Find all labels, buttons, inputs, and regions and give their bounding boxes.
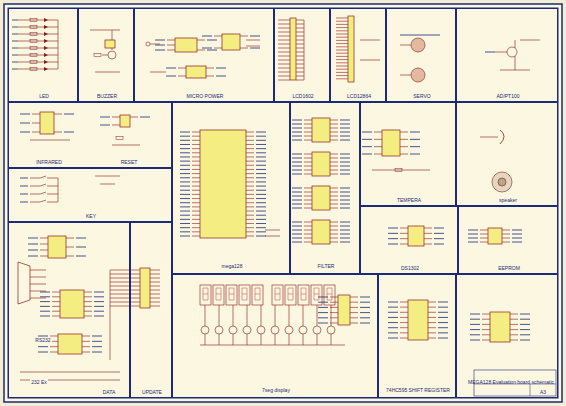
schematic-block: UPDATE <box>130 222 172 398</box>
schematic-block: LCD12864 <box>330 8 386 102</box>
schematic-block: 7seg display <box>172 274 378 398</box>
schematic-block: MICRO POWER <box>134 8 274 102</box>
schematic-block: KEY <box>8 168 172 222</box>
block-label: TEMPERA <box>396 197 422 203</box>
block-label: LED <box>38 93 50 99</box>
schematic-block: 74HC595 SHIFT REGISTER <box>378 274 456 398</box>
block-label: RS232 <box>34 337 51 343</box>
title-block-text: MEGA128 Evaluation board schematic <box>468 379 554 385</box>
schematic-block: FILTER <box>290 102 360 274</box>
block-label: INFRARED <box>35 159 63 165</box>
block-label: MICRO POWER <box>186 93 225 99</box>
block-label: DATA <box>102 389 117 395</box>
schematic-block: LCD1602 <box>274 8 330 102</box>
title-block-text: A3 <box>540 389 546 395</box>
schematic-block: TEMPERA <box>360 102 456 206</box>
block-label: speaker <box>498 197 518 203</box>
block-label: SERVO <box>412 93 431 99</box>
block-label: KEY <box>85 213 97 219</box>
schematic-block: SERVO <box>386 8 456 102</box>
schematic-block: LED <box>8 8 78 102</box>
block-label: LCD12864 <box>346 93 372 99</box>
schematic-block: INFRARED RESET <box>8 102 172 168</box>
block-label: EEPROM <box>497 265 521 271</box>
block-label: LCD1602 <box>291 93 314 99</box>
schematic-block: DS1302 <box>360 206 458 274</box>
schematic-block: BUZZER <box>78 8 134 102</box>
block-label: FILTER <box>317 263 336 269</box>
block-label: UPDATE <box>141 389 163 395</box>
block-label: mega128 <box>221 263 244 269</box>
schematic-block: mega128 <box>172 102 290 274</box>
block-label: DS1302 <box>400 265 420 271</box>
block-label: BUZZER <box>96 93 118 99</box>
schematic-block: EEPROM <box>458 206 558 274</box>
block-label: 232 Ex <box>30 379 48 385</box>
block-label: AD/PT100 <box>495 93 520 99</box>
block-label: 74HC595 SHIFT REGISTER <box>385 387 451 393</box>
block-label: RESET <box>120 159 139 165</box>
block-label: 7seg display <box>261 387 291 393</box>
schematic-block: RS232 232 Ex DATA <box>8 222 130 398</box>
schematic-block: AD/PT100 <box>456 8 558 102</box>
schematic-block: speaker <box>456 102 558 206</box>
